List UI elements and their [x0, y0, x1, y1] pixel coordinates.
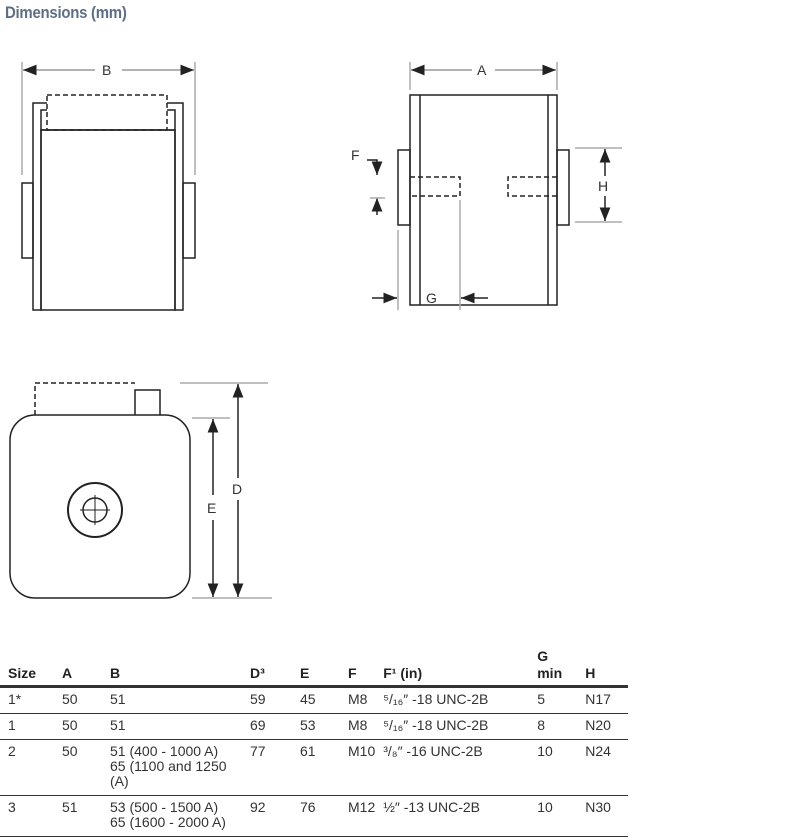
cell-b: 53 (500 - 1500 A)65 (1600 - 2000 A)	[102, 795, 242, 837]
header-size: Size	[0, 648, 54, 688]
cell-b: 51	[102, 713, 242, 740]
side-view: A F H G	[351, 62, 622, 310]
header-d: D³	[242, 648, 292, 688]
cell-d: 59	[242, 686, 292, 714]
cell-a: 50	[54, 739, 102, 796]
cell-b: 51	[102, 686, 242, 714]
cell-e: 45	[292, 686, 340, 714]
cell-a: 50	[54, 686, 102, 714]
cell-h: N20	[577, 713, 628, 740]
cell-f: M8	[340, 686, 376, 714]
label-a: A	[477, 62, 487, 78]
cell-b-line: 53 (500 - 1500 A)	[110, 799, 219, 815]
label-b: B	[102, 62, 111, 78]
cell-h: N30	[577, 795, 628, 837]
cell-b: 51 (400 - 1000 A)65 (1100 and 1250 (A)	[102, 739, 242, 796]
cell-e: 61	[292, 739, 340, 796]
cell-b-line: 51 (400 - 1000 A)	[110, 743, 219, 759]
cell-e: 53	[292, 713, 340, 740]
cell-f: M10	[340, 739, 376, 796]
label-f: F	[351, 147, 360, 163]
header-h: H	[577, 648, 628, 688]
cell-b-line: 65 (1100 and 1250 (A)	[110, 758, 227, 789]
label-e: E	[207, 500, 216, 516]
cell-e: 76	[292, 795, 340, 837]
cell-g: 5	[529, 686, 578, 714]
cell-d: 69	[242, 713, 292, 740]
label-h: H	[598, 178, 608, 194]
header-a: A	[54, 648, 102, 688]
cell-h: N24	[577, 739, 628, 796]
cell-f: M8	[340, 713, 376, 740]
cell-b-line: 65 (1600 - 2000 A)	[110, 814, 226, 830]
cell-h: N17	[577, 686, 628, 714]
cell-size: 2	[0, 739, 54, 796]
cell-g: 10	[529, 739, 578, 796]
header-f-in: F¹ (in)	[375, 648, 530, 688]
header-g: G	[537, 648, 549, 664]
cell-f: M12	[340, 795, 376, 837]
header-e: E	[292, 648, 340, 688]
cell-b-line: 51	[110, 717, 126, 733]
top-view: E D	[9, 382, 272, 599]
cell-f-in: ⁵/₁₆″ -18 UNC-2B	[375, 713, 530, 740]
cell-f-in: ³/₈″ -16 UNC-2B	[375, 739, 530, 796]
section-title: Dimensions (mm)	[5, 3, 127, 22]
cell-d: 77	[242, 739, 292, 796]
front-view: B	[21, 62, 196, 311]
label-d: D	[232, 481, 242, 497]
cell-size: 1*	[0, 686, 54, 714]
label-g: G	[426, 290, 437, 306]
cell-f-in: ⁵/₁₆″ -18 UNC-2B	[375, 686, 530, 714]
cell-g: 10	[529, 795, 578, 837]
cell-f-in: ½″ -13 UNC-2B	[375, 795, 530, 837]
cell-b-line: 51	[110, 691, 126, 707]
cell-size: 3	[0, 795, 54, 837]
cell-a: 51	[54, 795, 102, 837]
header-min: min	[537, 665, 563, 681]
dimension-drawings: B A F H G E D	[9, 62, 622, 599]
cell-a: 50	[54, 713, 102, 740]
header-f: F	[340, 648, 376, 688]
header-b: B	[102, 648, 242, 688]
cell-size: 1	[0, 713, 54, 740]
cell-d: 92	[242, 795, 292, 837]
cell-g: 8	[529, 713, 578, 740]
